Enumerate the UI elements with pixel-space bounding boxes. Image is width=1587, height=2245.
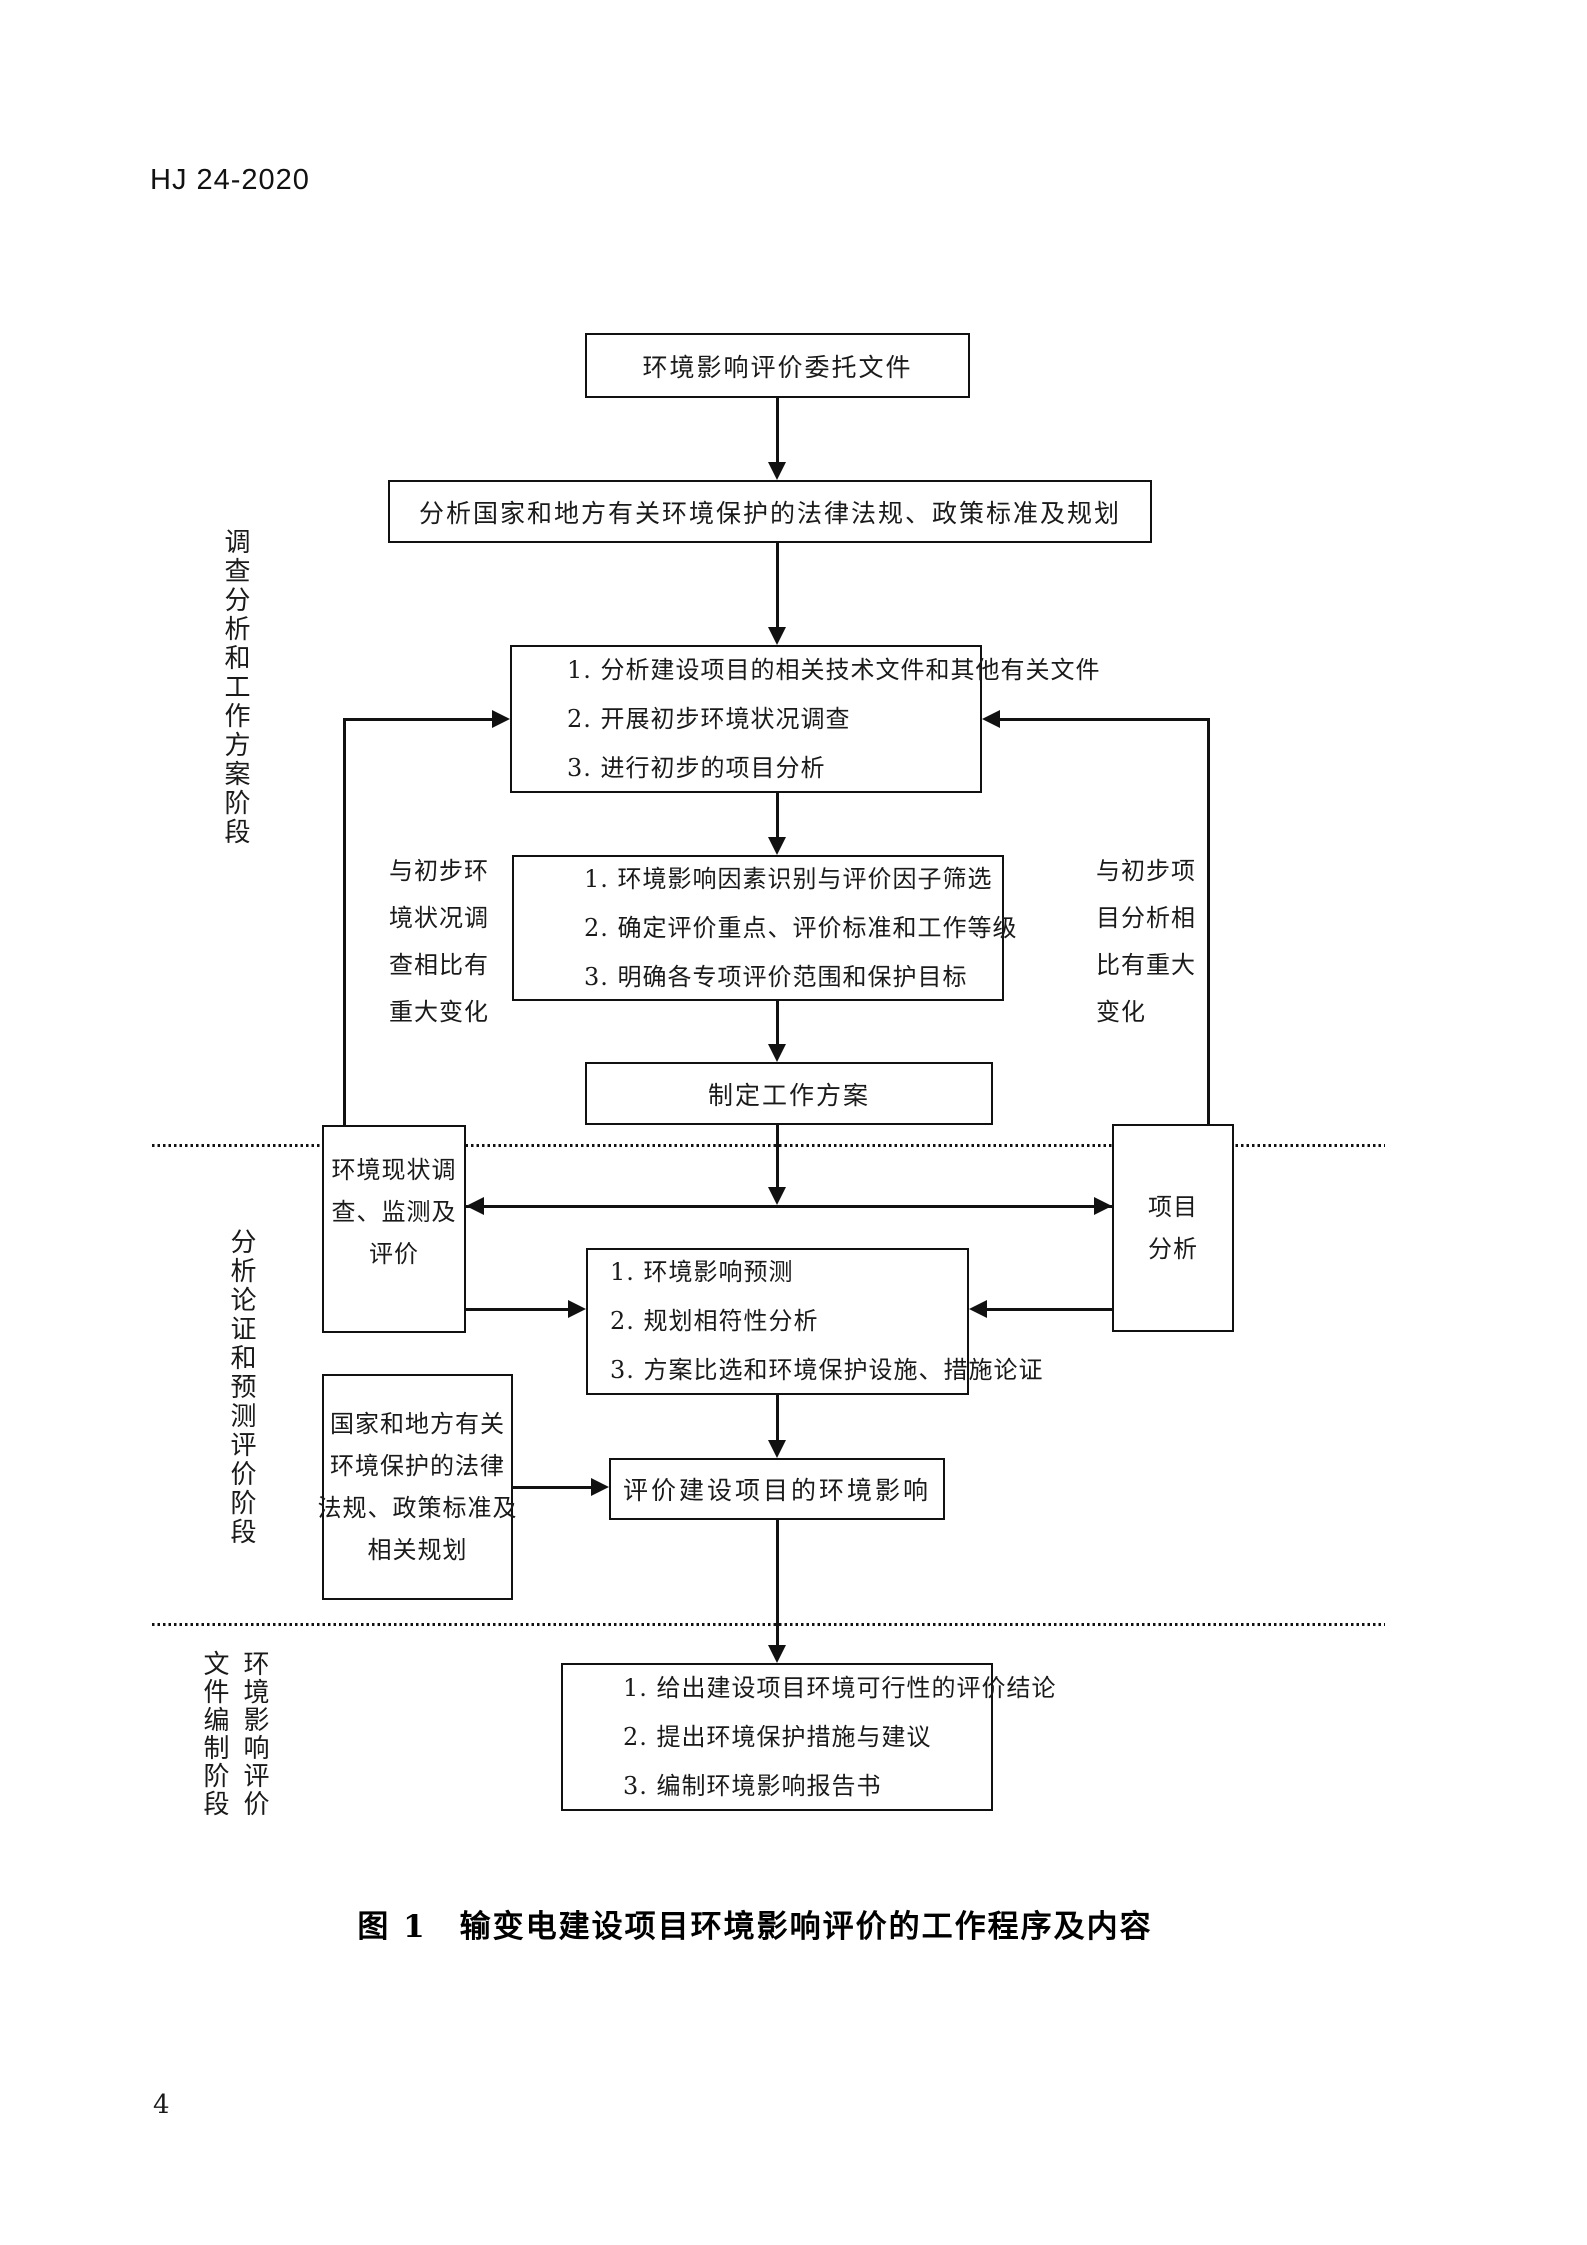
list-item: 1. 分析建设项目的相关技术文件和其他有关文件 xyxy=(567,655,1101,684)
factor-identification-box: 1. 环境影响因素识别与评价因子筛选 2. 确定评价重点、评价标准和工作等级 3… xyxy=(512,855,1018,1001)
list-item: 3. 明确各专项评价范围和保护目标 xyxy=(584,962,968,991)
box-line: 项目 xyxy=(1148,1193,1198,1221)
arrowhead-left-icon xyxy=(969,1300,987,1318)
feedback-label-right: 与初步项 目分析相 比有重大 变化 xyxy=(1096,848,1196,1036)
evaluate-impact-box: 评价建设项目的环境影响 xyxy=(609,1458,945,1520)
status-survey-box: 环境现状调 查、监测及 评价 xyxy=(322,1125,466,1333)
feedback-line: 重大变化 xyxy=(389,998,489,1026)
stage-divider-1 xyxy=(152,1144,1385,1147)
document-code: HJ 24-2020 xyxy=(150,164,310,196)
feedback-line: 变化 xyxy=(1096,998,1146,1026)
project-analysis-box: 项目 分析 xyxy=(1112,1124,1234,1332)
arrowhead-down-icon xyxy=(768,1440,786,1458)
feedback-line: 境状况调 xyxy=(389,904,489,932)
box-line: 相关规划 xyxy=(367,1536,468,1564)
feedback-line: 与初步项 xyxy=(1096,857,1196,885)
list-item: 1. 环境影响预测 xyxy=(610,1258,794,1286)
connector-line xyxy=(776,1520,779,1647)
connector-line xyxy=(776,398,779,464)
connector-line xyxy=(1207,719,1210,1124)
arrowhead-left-icon xyxy=(466,1197,484,1215)
list-item: 1. 环境影响因素识别与评价因子筛选 xyxy=(584,864,993,893)
feedback-line: 与初步环 xyxy=(389,857,489,885)
list-item: 3. 进行初步的项目分析 xyxy=(567,753,826,782)
list-item: 2. 开展初步环境状况调查 xyxy=(567,704,851,733)
box-line: 法规、政策标准及 xyxy=(317,1494,518,1522)
stage-label-document-left: 文件编制阶段 xyxy=(199,1650,229,1818)
stage-label-survey-plan: 调查分析和工作方案阶段 xyxy=(220,528,250,847)
connector-line xyxy=(776,1000,779,1046)
list-item: 3. 方案比选和环境保护设施、措施论证 xyxy=(610,1356,1044,1384)
arrowhead-down-icon xyxy=(768,1187,786,1205)
connector-line xyxy=(1000,718,1210,721)
conclusion-box: 1. 给出建设项目环境可行性的评价结论 2. 提出环境保护措施与建议 3. 编制… xyxy=(561,1663,1057,1811)
box-line: 环境现状调 xyxy=(331,1156,457,1184)
arrowhead-right-icon xyxy=(1094,1197,1112,1215)
connector-line xyxy=(776,1395,779,1442)
list-item: 2. 提出环境保护措施与建议 xyxy=(623,1722,932,1751)
stage-divider-2 xyxy=(152,1623,1385,1626)
entrust-document-box: 环境影响评价委托文件 xyxy=(585,333,970,398)
connector-line xyxy=(513,1486,593,1489)
laws-regulations-box: 国家和地方有关 环境保护的法律 法规、政策标准及 相关规划 xyxy=(318,1374,517,1600)
connector-line xyxy=(776,1125,779,1189)
box-line: 查、监测及 xyxy=(331,1198,457,1226)
box-line: 分析 xyxy=(1148,1235,1198,1263)
connector-line xyxy=(466,1205,1112,1208)
box-line: 环境保护的法律 xyxy=(330,1452,505,1480)
list-item: 2. 确定评价重点、评价标准和工作等级 xyxy=(584,913,1018,942)
arrowhead-right-icon xyxy=(568,1300,586,1318)
arrowhead-down-icon xyxy=(768,1645,786,1663)
stage-label-document-right: 环境影响评价 xyxy=(239,1650,269,1818)
page-number: 4 xyxy=(153,2090,170,2120)
connector-line xyxy=(466,1308,572,1311)
arrowhead-down-icon xyxy=(768,1044,786,1062)
analyze-laws-box: 分析国家和地方有关环境保护的法律法规、政策标准及规划 xyxy=(388,480,1152,543)
work-plan-box: 制定工作方案 xyxy=(585,1062,993,1125)
arrowhead-down-icon xyxy=(768,837,786,855)
box-line: 评价 xyxy=(369,1240,419,1268)
box-line: 国家和地方有关 xyxy=(330,1410,505,1438)
figure-caption: 图 1 输变电建设项目环境影响评价的工作程序及内容 xyxy=(357,1909,1153,1945)
list-item: 3. 编制环境影响报告书 xyxy=(623,1771,882,1800)
arrowhead-left-icon xyxy=(982,710,1000,728)
connector-line xyxy=(987,1308,1112,1311)
feedback-line: 目分析相 xyxy=(1096,904,1196,932)
feedback-label-left: 与初步环 境状况调 查相比有 重大变化 xyxy=(389,848,489,1036)
feedback-line: 查相比有 xyxy=(389,951,489,979)
arrowhead-right-icon xyxy=(492,710,510,728)
connector-line xyxy=(343,719,346,1125)
impact-prediction-box: 1. 环境影响预测 2. 规划相符性分析 3. 方案比选和环境保护设施、措施论证 xyxy=(586,1248,1044,1395)
arrowhead-right-icon xyxy=(591,1478,609,1496)
arrowhead-down-icon xyxy=(768,627,786,645)
stage-label-analysis-prediction: 分析论证和预测评价阶段 xyxy=(226,1228,256,1547)
preliminary-analysis-box: 1. 分析建设项目的相关技术文件和其他有关文件 2. 开展初步环境状况调查 3.… xyxy=(510,645,1101,793)
connector-line xyxy=(776,543,779,629)
list-item: 1. 给出建设项目环境可行性的评价结论 xyxy=(623,1673,1057,1702)
connector-line xyxy=(776,793,779,839)
arrowhead-down-icon xyxy=(768,462,786,480)
connector-line xyxy=(343,718,494,721)
list-item: 2. 规划相符性分析 xyxy=(610,1307,819,1335)
feedback-line: 比有重大 xyxy=(1096,951,1196,979)
